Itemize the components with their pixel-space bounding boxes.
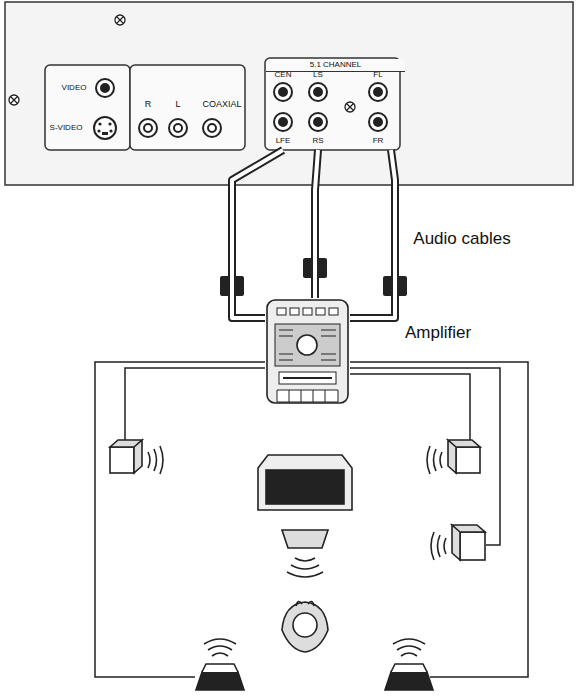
jack-label: S-VIDEO xyxy=(50,124,83,132)
jack-label: VIDEO xyxy=(62,84,87,92)
jacks xyxy=(94,79,387,139)
cable-label: Audio cables xyxy=(413,230,510,247)
cable-plug xyxy=(303,258,313,278)
cable-plug xyxy=(397,276,407,296)
amplifier-drawing xyxy=(265,298,350,405)
cable-plug xyxy=(383,276,393,296)
amplifier-label: Amplifier xyxy=(405,324,471,341)
jack-label: FL xyxy=(373,71,382,79)
cable-plug xyxy=(317,258,327,278)
cable-plug xyxy=(234,276,244,296)
jack-label: CEN xyxy=(275,71,292,79)
cable-outline xyxy=(350,150,395,318)
jack-label: COAXIAL xyxy=(202,100,241,109)
cable-plug xyxy=(220,276,230,296)
speakers xyxy=(110,440,485,690)
amplifier: Amplifier xyxy=(265,298,350,405)
cable-gap xyxy=(232,150,283,318)
audio-cable xyxy=(220,150,283,318)
jack-label: L xyxy=(175,100,180,109)
jack-label: R xyxy=(145,100,152,109)
speaker-wires xyxy=(95,362,528,677)
jack-label: LFE xyxy=(276,137,291,145)
jack-label: RS xyxy=(312,137,323,145)
cable-outline xyxy=(232,150,283,318)
player-back-panel xyxy=(5,2,573,185)
audio-cable xyxy=(303,150,327,298)
jack-label: LS xyxy=(313,71,323,79)
jack-label: FR xyxy=(373,137,384,145)
audio-cable xyxy=(350,150,407,318)
cable-gap xyxy=(350,150,395,318)
listener xyxy=(282,601,328,652)
